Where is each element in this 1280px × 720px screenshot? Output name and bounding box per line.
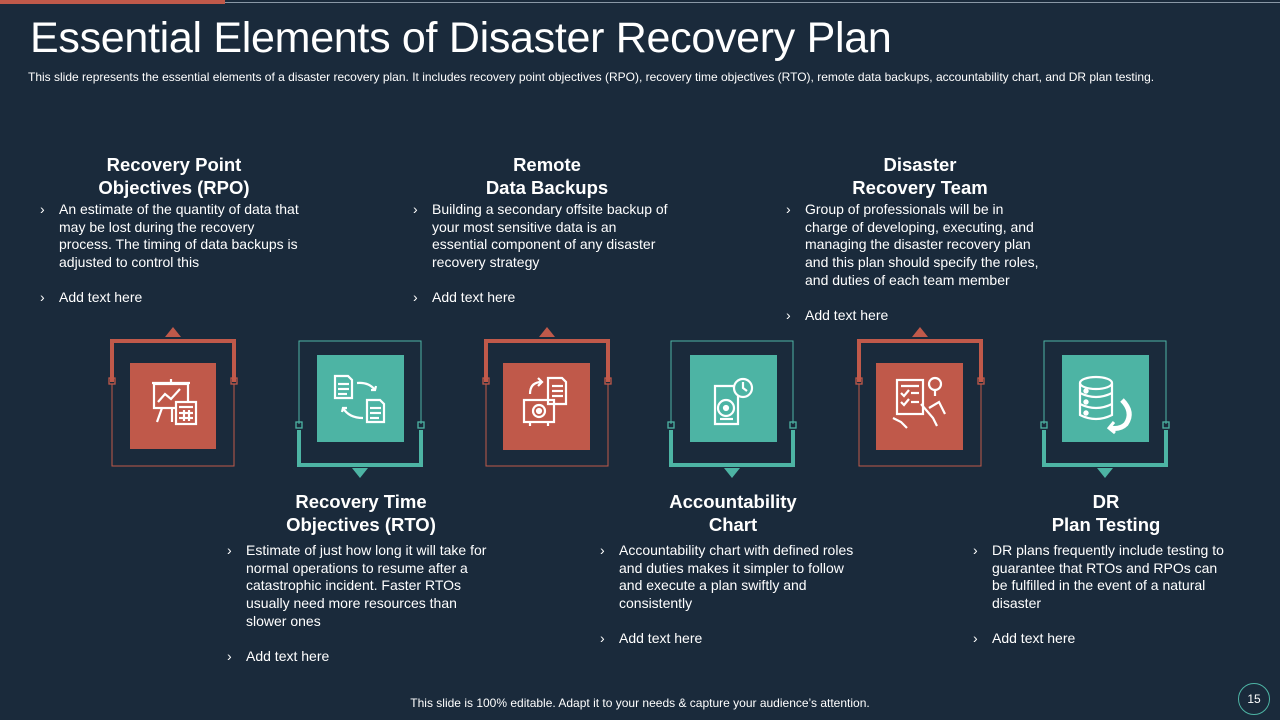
accountability-bullets: ›Accountability chart with defined roles… (600, 542, 860, 665)
bullet-item: ›Add text here (227, 647, 330, 664)
remote-backups-heading: Remote Data Backups (485, 154, 609, 198)
bullet-item: ›Add text here (413, 288, 516, 305)
bullet-item: ›Estimate of just how long it will take … (227, 542, 487, 629)
slide-title: Essential Elements of Disaster Recovery … (30, 14, 892, 62)
chevron-right-icon: › (40, 288, 45, 305)
bullet-item: ›Add text here (786, 306, 889, 323)
bullet-item: ›Accountability chart with defined roles… (600, 542, 854, 612)
chevron-right-icon: › (600, 629, 605, 646)
bullet-item: ›DR plans frequently include testing to … (973, 542, 1224, 612)
chevron-right-icon: › (227, 542, 232, 558)
chevron-right-icon: › (786, 306, 791, 323)
page-number: 15 (1238, 683, 1270, 715)
bullet-item: ›Add text here (600, 629, 703, 646)
remote-backups-icon-frame (482, 327, 612, 467)
top-rule (225, 2, 1280, 3)
document-transfer-icon (522, 376, 568, 426)
slide-subtitle: This slide represents the essential elem… (28, 70, 1155, 84)
recovery-team-bullets: ›Group of professionals will be in charg… (786, 201, 1046, 341)
recovery-team-icon-frame (855, 327, 985, 467)
document-exchange-icon (333, 374, 386, 424)
rpo-bullets: ›An estimate of the quantity of data tha… (40, 201, 300, 324)
database-restore-icon (1078, 375, 1132, 435)
rto-icon-frame (295, 340, 425, 478)
bullet-item: ›Building a secondary offsite backup of … (413, 201, 668, 271)
chevron-right-icon: › (413, 288, 418, 305)
chevron-right-icon: › (600, 542, 605, 558)
bullet-item: ›Add text here (973, 629, 1076, 646)
presentation-calculator-icon (152, 379, 198, 426)
chevron-right-icon: › (973, 542, 978, 558)
remote-backups-bullets: ›Building a secondary offsite backup of … (413, 201, 673, 324)
recovery-team-heading: Disaster Recovery Team (852, 154, 988, 198)
chevron-right-icon: › (786, 201, 791, 217)
dr-testing-bullets: ›DR plans frequently include testing to … (973, 542, 1233, 665)
chevron-right-icon: › (40, 201, 45, 217)
chevron-right-icon: › (413, 201, 418, 217)
rpo-icon-frame (108, 327, 238, 467)
disk-clock-icon (713, 377, 754, 426)
bullet-item: ›Add text here (40, 288, 143, 305)
rpo-heading: Recovery Point Objectives (RPO) (98, 154, 250, 198)
dr-testing-heading: DR Plan Testing (1051, 491, 1161, 535)
bullet-item: ›An estimate of the quantity of data tha… (40, 201, 299, 271)
accent-bar (0, 0, 225, 4)
bullet-item: ›Group of professionals will be in charg… (786, 201, 1039, 288)
team-planning-icon (892, 376, 946, 429)
chevron-right-icon: › (973, 629, 978, 646)
dr-testing-icon-frame (1040, 340, 1170, 478)
rto-bullets: ›Estimate of just how long it will take … (227, 542, 487, 682)
accountability-heading: Accountability Chart (669, 491, 797, 535)
footer-note: This slide is 100% editable. Adapt it to… (410, 696, 870, 710)
chevron-right-icon: › (227, 647, 232, 664)
rto-heading: Recovery Time Objectives (RTO) (286, 491, 436, 535)
accountability-icon-frame (667, 340, 797, 478)
